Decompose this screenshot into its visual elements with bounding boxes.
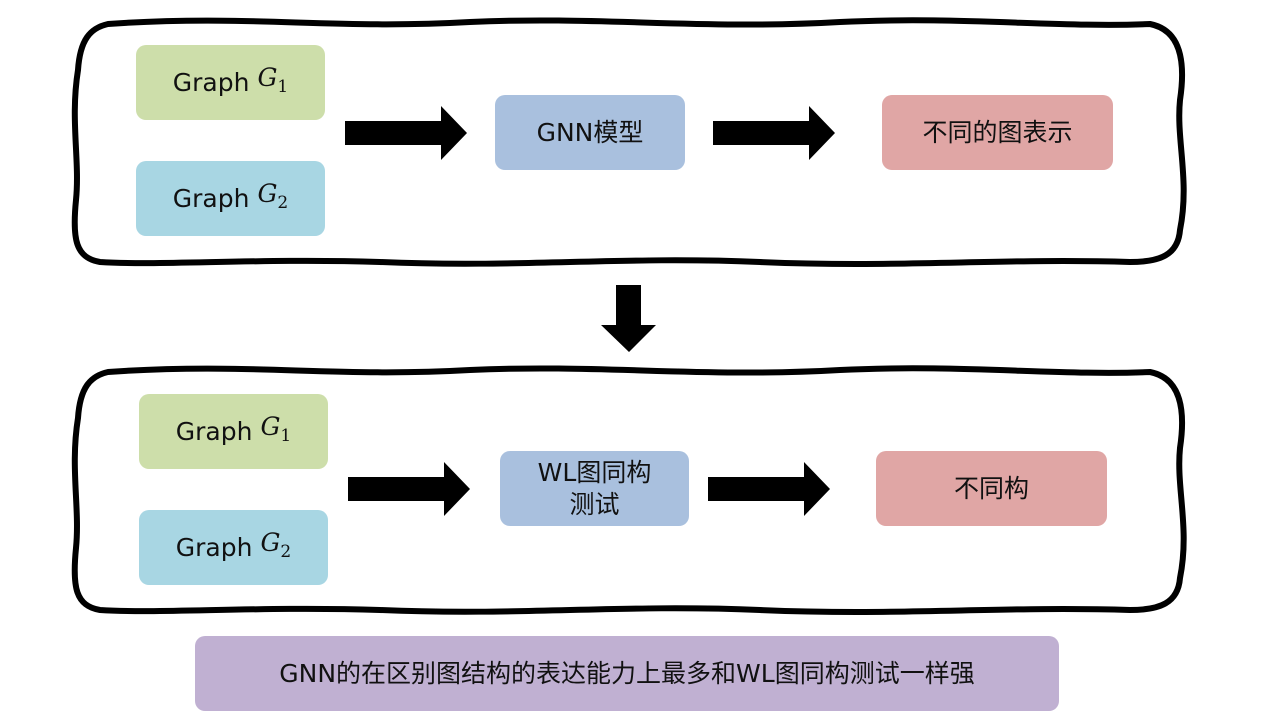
bottom-wl-test-label-line1: WL图同构 (537, 457, 652, 487)
summary-text: GNN的在区别图结构的表达能力上最多和WL图同构测试一样强 (279, 658, 975, 688)
top-graph-g1-label: Graph (172, 67, 250, 97)
bottom-graph-g1-box: Graph G1 (139, 394, 328, 469)
top-graph-g2-symbol: G2 (257, 179, 289, 213)
bottom-graph-g1-label: Graph (175, 416, 253, 446)
bottom-wl-test-label-line2: 测试 (569, 489, 620, 519)
top-gnn-model-box: GNN模型 (495, 95, 685, 170)
bottom-output-label: 不同构 (953, 473, 1029, 503)
top-arrow-right-1-icon (345, 106, 467, 160)
summary-box: GNN的在区别图结构的表达能力上最多和WL图同构测试一样强 (195, 636, 1059, 711)
top-output-box: 不同的图表示 (882, 95, 1113, 170)
bottom-graph-g2-box: Graph G2 (139, 510, 328, 585)
down-arrow-icon (601, 285, 656, 352)
top-graph-g2-box: Graph G2 (136, 161, 325, 236)
bottom-output-box: 不同构 (876, 451, 1107, 526)
top-arrow-right-2-icon (713, 106, 835, 160)
top-output-label: 不同的图表示 (922, 117, 1073, 147)
top-gnn-model-label: GNN模型 (536, 117, 644, 147)
bottom-wl-test-box: WL图同构 测试 (500, 451, 689, 526)
top-graph-g1-symbol: G1 (257, 63, 289, 97)
bottom-graph-g1-symbol: G1 (260, 412, 292, 446)
bottom-arrow-right-2-icon (708, 462, 830, 516)
bottom-arrow-right-1-icon (348, 462, 470, 516)
bottom-graph-g2-label: Graph (175, 532, 253, 562)
top-graph-g1-box: Graph G1 (136, 45, 325, 120)
top-graph-g2-label: Graph (172, 183, 250, 213)
bottom-graph-g2-symbol: G2 (260, 528, 292, 562)
